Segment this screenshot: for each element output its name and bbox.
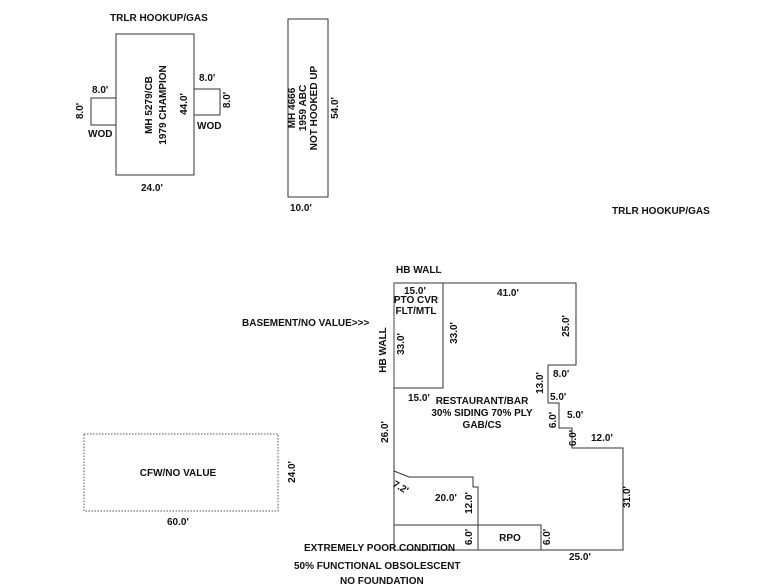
trailer-middle-width-dim: 10.0' [290, 203, 312, 214]
restaurant-outline [393, 282, 624, 551]
cfw-area: CFW/NO VALUE 60.0' 24.0' [83, 433, 298, 528]
restaurant-building: HB WALL HB WALL BASEMENT/NO VALUE>>> 15.… [242, 265, 633, 563]
right-hookup-label: TRLR HOOKUP/GAS [612, 206, 710, 217]
restaurant-step3-width-dim: 5.0' [567, 410, 583, 421]
porch-label-line2: FLT/MTL [396, 306, 437, 317]
hb-wall-top-label: HB WALL [396, 265, 442, 276]
restaurant-step1-height-dim: 13.0' [535, 372, 546, 394]
restaurant-step2-height-dim: 6.0' [548, 412, 559, 428]
restaurant-top-dim: 41.0' [497, 288, 519, 299]
condition-notes: EXTREMELY POOR CONDITION 50% FUNCTIONAL … [294, 543, 461, 587]
restaurant-step4-width-dim: 12.0' [591, 433, 613, 444]
restaurant-right-upper-dim: 25.0' [561, 315, 572, 337]
trailer-middle-label-line1: MH 4666 [287, 87, 298, 128]
wod-right-depth-dim: 8.0' [222, 92, 233, 108]
wod-left-outline [90, 97, 117, 126]
porch-width-top-dim: 15.0' [404, 286, 426, 297]
wod-left-depth-dim: 8.0' [75, 103, 86, 119]
restaurant-label-line2: 30% SIDING 70% PLY [431, 408, 533, 419]
cfw-outline [83, 433, 279, 512]
trailer-left-label-line2: 1979 CHAMPION [158, 65, 169, 144]
hb-wall-side-label: HB WALL [378, 327, 389, 373]
restaurant-right-lower-dim: 31.0' [622, 486, 633, 508]
porch-width-bottom-dim: 15.0' [408, 393, 430, 404]
cfw-depth-dim: 24.0' [287, 461, 298, 483]
note-line2: 50% FUNCTIONAL OBSOLESCENT [294, 561, 461, 572]
trailer-left-height-dim: 44.0' [179, 93, 190, 115]
rpo-right-dim: 6.0' [542, 529, 553, 545]
restaurant-left-dim: 26.0' [380, 421, 391, 443]
cfw-width-dim: 60.0' [167, 517, 189, 528]
porch-label-line1: PTO CVR [394, 295, 439, 306]
rpo-label: RPO [499, 533, 521, 544]
restaurant-step3-height-dim: 6.0' [568, 430, 579, 446]
restaurant-bottom-dim: 25.0' [569, 552, 591, 563]
wod-right-width-dim: 8.0' [199, 73, 215, 84]
wod-left-label: WOD [88, 129, 112, 140]
restaurant-label-line1: RESTAURANT/BAR [436, 396, 529, 407]
wod-left-width-dim: 8.0' [92, 85, 108, 96]
note-line1: EXTREMELY POOR CONDITION [304, 543, 455, 554]
wod-right-outline [193, 88, 221, 116]
porch-depth-left-dim: 33.0' [396, 333, 407, 355]
restaurant-bottom-left-dim: 6.0' [464, 529, 475, 545]
restaurant-notch-height-dim: 12.0' [464, 492, 475, 514]
basement-label: BASEMENT/NO VALUE>>> [242, 318, 369, 329]
trailer-middle-label-line2: 1959 ABC [298, 85, 309, 131]
restaurant-label-line3: GAB/CS [463, 420, 502, 431]
trailer-left-width-dim: 24.0' [141, 183, 163, 194]
restaurant-diagonal-dim: 7.2' [391, 479, 411, 497]
trailer-left-label-line1: MH 5279/CB [144, 76, 155, 134]
porch-depth-right-dim: 33.0' [449, 322, 460, 344]
cfw-label: CFW/NO VALUE [140, 468, 217, 479]
wod-right-label: WOD [197, 121, 221, 132]
restaurant-notch-width-dim: 20.0' [435, 493, 457, 504]
trailer-left-hookup-label: TRLR HOOKUP/GAS [110, 13, 208, 24]
note-line3: NO FOUNDATION [340, 576, 424, 587]
restaurant-step1-width-dim: 8.0' [553, 369, 569, 380]
trailer-middle-outline [287, 18, 329, 198]
rpo-outline [477, 524, 542, 551]
trailer-middle: MH 4666 1959 ABC NOT HOOKED UP 54.0' 10.… [287, 18, 341, 214]
trailer-left: TRLR HOOKUP/GAS MH 5279/CB 1979 CHAMPION… [75, 13, 233, 194]
trailer-middle-height-dim: 54.0' [330, 97, 341, 119]
trailer-middle-label-line3: NOT HOOKED UP [309, 65, 320, 150]
restaurant-step2-width-dim: 5.0' [550, 392, 566, 403]
